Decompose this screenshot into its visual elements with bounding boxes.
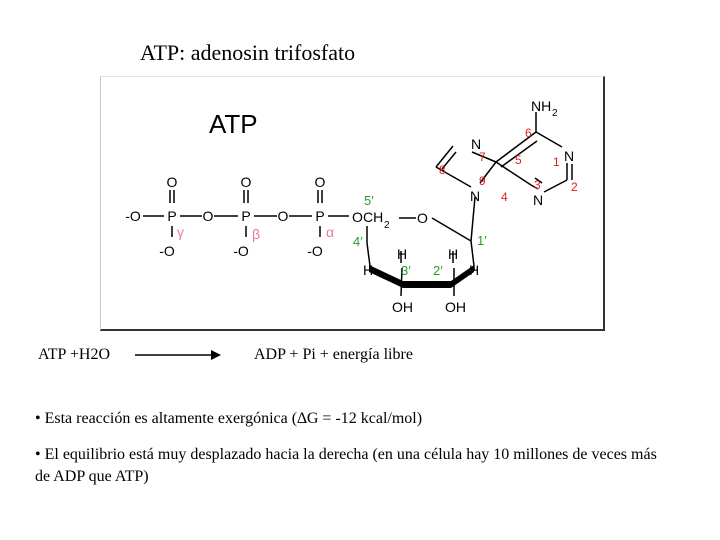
ribose-ester-oxygen: O	[352, 209, 363, 225]
bridge-oxygen-1: O	[203, 208, 214, 224]
atp-label: ATP	[209, 109, 258, 139]
adenine-bonds	[435, 112, 573, 193]
adenine-n9: N	[470, 188, 480, 204]
phosphate-beta-p: P	[241, 208, 250, 224]
ribose-ch2-subscript: 2	[384, 220, 390, 231]
ring-number-4: 4	[501, 190, 508, 204]
adenine-nh2-subscript: 2	[552, 108, 558, 119]
phosphate-gamma-p: P	[167, 208, 176, 224]
adenine-nh2: NH	[531, 98, 551, 114]
bullet-equilibrium: • El equilibrio está muy desplazado haci…	[35, 446, 657, 485]
bridge-oxygen-2: O	[278, 208, 289, 224]
reaction-products: ADP + Pi + energía libre	[254, 346, 413, 363]
adenine-ring-numbers: 6 7 5 1 8 9 3 2 4	[439, 126, 578, 204]
phosphate-beta-top-oxygen: O	[241, 174, 252, 190]
ring-number-1: 1	[553, 155, 560, 169]
ribose-ring-oxygen: O	[417, 210, 428, 226]
ribose-oh-3: OH	[392, 299, 413, 315]
slide-title: ATP: adenosin trifosfato	[140, 40, 356, 65]
phosphate-gamma-top-oxygen: O	[167, 174, 178, 190]
atp-structure-diagram: ATP O P -O -O O O P -O O O P -O γ β α O …	[125, 98, 578, 315]
phosphate-bonds	[143, 190, 349, 237]
c2-prime-label: 2′	[433, 263, 443, 278]
phosphate-alpha-p: P	[315, 208, 324, 224]
phosphate-gamma-bottom-oxygen: -O	[159, 243, 175, 259]
ribose-atoms: O CH 2 O H H H H OH OH	[352, 209, 479, 315]
phosphate-alpha-bottom-oxygen: -O	[307, 243, 323, 259]
c4-prime-label: 4′	[353, 234, 363, 249]
ring-number-9: 9	[479, 174, 486, 188]
ribose-ch2: CH	[363, 209, 383, 225]
ring-number-7: 7	[479, 150, 486, 164]
ribose-h-4: H	[363, 262, 373, 278]
ribose-front-edge-left	[369, 265, 403, 288]
bullet-exergonic: • Esta reacción es altamente exergónica …	[35, 410, 423, 427]
phosphate-atoms: O P -O -O O O P -O O O P -O	[125, 174, 325, 259]
phosphate-greek-labels: γ β α	[177, 224, 334, 242]
ring-number-5: 5	[515, 153, 522, 167]
atp-structure-figure: ATP O P -O -O O O P -O O O P -O γ β α O …	[100, 76, 605, 331]
adenine-atoms: NH 2 N N N N	[470, 98, 574, 208]
c3-prime-label: 3′	[401, 263, 411, 278]
adenine-n1: N	[564, 148, 574, 164]
ring-number-8: 8	[439, 163, 446, 177]
phosphate-beta-bottom-oxygen: -O	[233, 243, 249, 259]
ribose-oh-2: OH	[445, 299, 466, 315]
adenine-n3: N	[533, 192, 543, 208]
ribose-front-edge-right	[451, 265, 474, 288]
adenine-n7: N	[471, 136, 481, 152]
phosphate-alpha-top-oxygen: O	[315, 174, 326, 190]
ribose-h-2: H	[448, 246, 458, 262]
gamma-label: γ	[177, 224, 184, 240]
ring-number-3: 3	[534, 178, 541, 192]
ring-number-6: 6	[525, 126, 532, 140]
ring-number-2: 2	[571, 180, 578, 194]
phosphate-gamma-side-oxygen: -O	[125, 208, 141, 224]
reaction-arrow-icon	[135, 350, 221, 360]
ribose-h-3: H	[397, 246, 407, 262]
ribose-prime-labels: 5′ 4′ 3′ 2′ 1′	[353, 193, 487, 278]
reaction-reactants: ATP +H2O	[38, 346, 110, 363]
ribose-h-1: H	[469, 262, 479, 278]
beta-label: β	[252, 226, 260, 242]
alpha-label: α	[326, 224, 334, 240]
c1-prime-label: 1′	[477, 233, 487, 248]
c5-prime-label: 5′	[364, 193, 374, 208]
ribose-bonds	[366, 196, 476, 297]
ribose-front-edge-bottom	[403, 281, 451, 288]
